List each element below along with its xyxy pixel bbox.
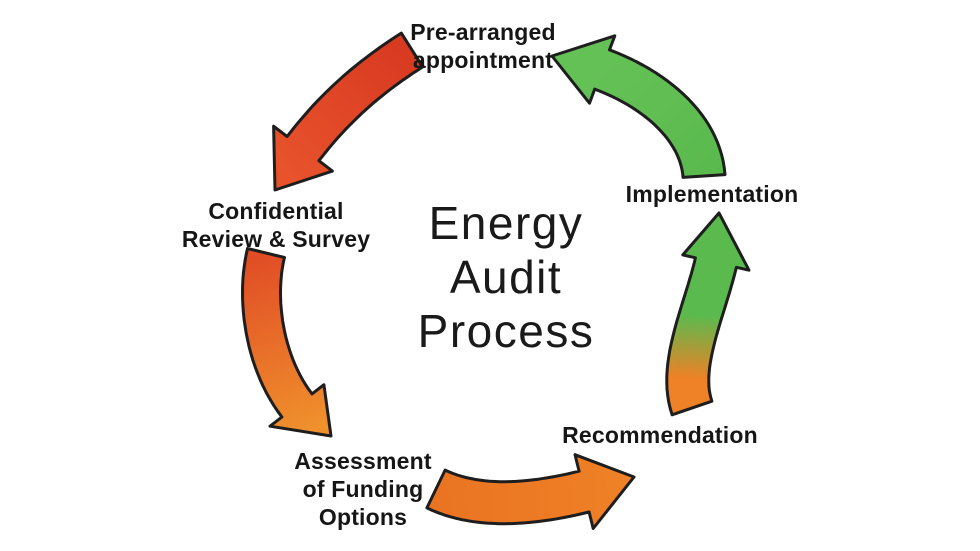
arrow-review-to-funding — [241, 247, 333, 438]
arrow-implementation-to-appointment — [550, 34, 727, 179]
step-label-assessment-of-funding-options: Assessment of Funding Options — [294, 448, 432, 530]
arrow-appointment-to-review — [272, 31, 425, 192]
diagram-title: Energy Audit Process — [417, 197, 595, 357]
step-label-recommendation: Recommendation — [562, 422, 758, 448]
step-label-confidential-review-survey: Confidential Review & Survey — [181, 198, 371, 252]
arrow-recommendation-to-implementation — [665, 211, 751, 417]
step-label-implementation: Implementation — [625, 181, 799, 207]
step-label-pre-arranged-appointment: Pre-arranged appointment — [410, 19, 556, 73]
arrow-funding-to-recommendation — [425, 453, 636, 530]
